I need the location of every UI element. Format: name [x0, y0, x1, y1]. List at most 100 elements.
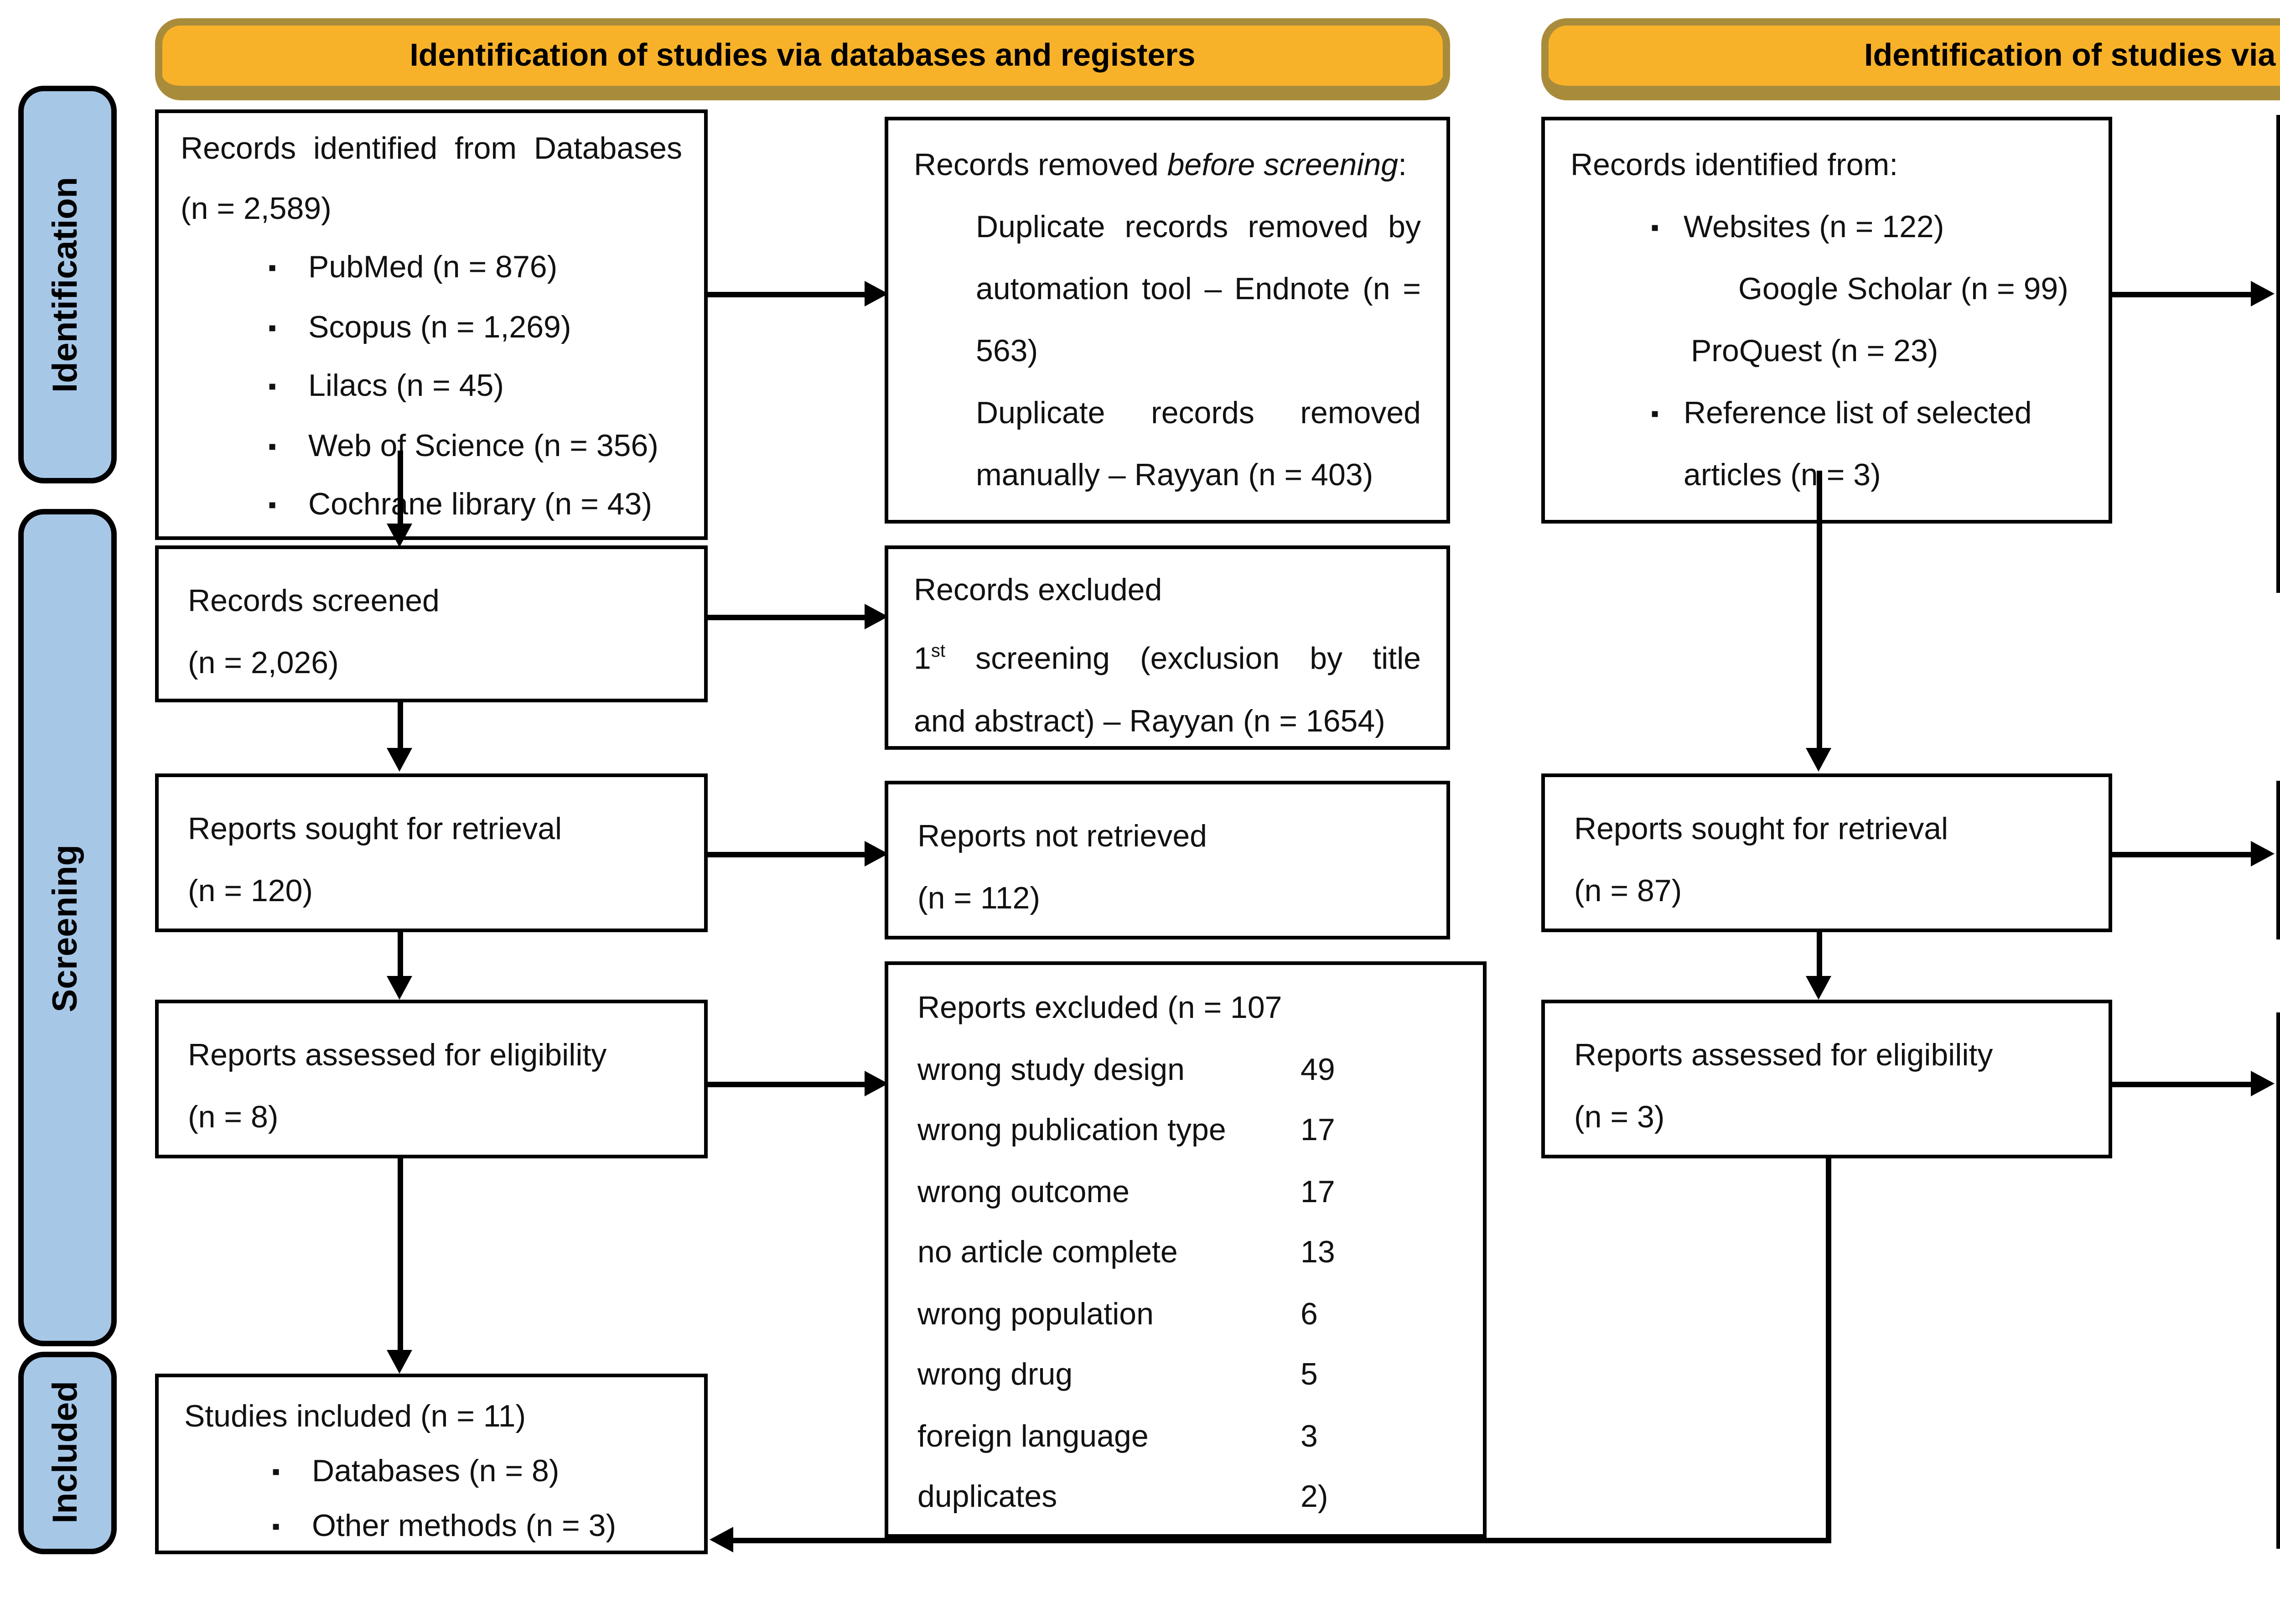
sidebar-stage-included: Included [18, 1352, 117, 1554]
n-value: (n = 8) [188, 1100, 279, 1135]
n-value: (n = 2,026) [188, 646, 339, 680]
box-reports-sought-other: Reports sought for retrieval (n = 87) [1541, 773, 2112, 932]
reason-label: wrong drug [917, 1357, 1073, 1392]
list-item: Databases (n = 8) [184, 1445, 679, 1499]
arrow-sought-to-notretrieved-line [708, 852, 865, 857]
box-reports-assessed-other: Reports assessed for eligibility (n = 3) [1541, 1000, 2112, 1158]
sidebar-stage-screening: Screening [18, 509, 117, 1346]
reason-label: duplicates [917, 1479, 1057, 1514]
arrow-assessed-to-included-line [398, 1158, 403, 1352]
connector-assessed-other-down-line [1826, 1158, 1831, 1541]
arrow-sought-to-assessed-head [386, 976, 411, 1000]
arrow-identified-to-removed-line [708, 292, 865, 297]
exclusion-reason-row: duplicates 2) [917, 1467, 1454, 1528]
title-colon: : [1398, 148, 1407, 182]
connector-into-included-head [710, 1527, 733, 1553]
arrow-screened-to-sought-line [398, 702, 403, 750]
reason-label: wrong outcome [917, 1174, 1130, 1209]
google-scholar-item: Google Scholar (n = 99) [1738, 272, 2068, 306]
arrow-identified-other-to-sought-head [1805, 748, 1830, 772]
reason-count: 13 [1301, 1235, 1335, 1270]
box-reports-sought-databases: Reports sought for retrieval (n = 120) [155, 773, 708, 932]
exclusion-reason-list: wrong study design 49 wrong publication ty… [917, 1039, 1454, 1528]
paragraph-line: 563) [976, 334, 1038, 368]
arrow-identified-to-screened-line [398, 451, 403, 527]
reason-label: wrong study design [917, 1052, 1185, 1086]
arrow-screened-to-excluded-line [708, 615, 865, 620]
reason-count: 17 [1301, 1174, 1335, 1209]
box-reports-excluded-other: Reports excluded (n = 13Wrong study desi… [2276, 1012, 2280, 1549]
paragraph-line: Duplicate records removed [976, 396, 1421, 431]
box-reports-not-retrieved-other: Reports not retrieved (n = 71) [2276, 781, 2280, 939]
list-item: PubMed (n = 876) [181, 239, 682, 298]
box-reports-excluded-databases: Reports excluded (n = 107 wrong study de… [885, 961, 1487, 1538]
screening-line: 1st screening (exclusion by title [914, 622, 1421, 691]
header-other-methods: Identification of studies via other meth… [1541, 18, 2280, 100]
arrow-assessed-to-excluded-line [708, 1082, 865, 1087]
list-item: Lilacs (n = 45) [181, 358, 682, 417]
arrow-sought-other-to-assessed-head [1805, 976, 1830, 1000]
n-value: (n = 2,589) [181, 191, 332, 225]
header-other-methods-label: Identification of studies via other meth… [1864, 36, 2280, 73]
arrow-assessed-other-to-excluded-head [2251, 1071, 2275, 1097]
title-italic: before screening [1167, 148, 1399, 182]
box-title: Reports assessed for eligibility [1574, 1038, 1993, 1073]
list-item: Cochrane library (n = 43) [181, 476, 682, 535]
box-records-identified-other: Records identified from: Websites (n = 1… [1541, 117, 2112, 524]
box-records-identified-databases: Records identified from Databases (n = 2… [155, 109, 708, 540]
proquest-item: ProQuest (n = 23) [1691, 334, 1938, 368]
list-item: Scopus (n = 1,269) [181, 298, 682, 358]
database-bullet-list: PubMed (n = 876)Scopus (n = 1,269)Lilacs… [181, 239, 682, 535]
list-item: Web of Science (n = 356) [181, 417, 682, 476]
paragraph-line: manually – Rayyan (n = 403) [976, 458, 1373, 493]
box-records-screened: Records screened (n = 2,026) [155, 545, 708, 702]
paragraph-line: automation tool – Endnote (n = [976, 272, 1421, 306]
arrow-sought-to-assessed-line [398, 932, 403, 978]
box-records-removed-other: Records removed before screening: Duplic… [2276, 115, 2280, 593]
reason-label: foreign language [917, 1418, 1149, 1453]
arrow-sought-other-to-notretrieved-head [2251, 841, 2275, 867]
reason-label: wrong population [917, 1296, 1154, 1331]
duplicates-rayyan-paragraph: Duplicate records removed manually – Rayy… [914, 383, 1421, 507]
box-title: Records excluded [914, 573, 1162, 607]
sidebar-stage-included-label: Included [47, 1381, 86, 1525]
screening-text: screening (exclusion by title [945, 641, 1421, 676]
box-title: Records screened [188, 584, 440, 618]
box-title: Reports sought for retrieval [1574, 812, 1948, 846]
box-records-removed-databases: Records removed before screening: Duplic… [885, 117, 1450, 524]
box-title: Studies included (n = 11) [184, 1399, 526, 1434]
arrow-sought-to-notretrieved-head [865, 841, 888, 867]
arrow-identified-to-removed-head [865, 281, 888, 307]
reason-count: 49 [1301, 1052, 1335, 1086]
header-databases-registers-label: Identification of studies via databases … [409, 36, 1196, 73]
arrow-assessed-to-excluded-head [865, 1071, 888, 1097]
box-reports-not-retrieved-databases: Reports not retrieved (n = 112) [885, 781, 1450, 939]
reason-label: wrong publication type [917, 1113, 1226, 1147]
list-item: Other methods (n = 3) [184, 1499, 679, 1551]
sidebar-stage-identification-label: Identification [47, 176, 86, 393]
header-databases-registers: Identification of studies via databases … [155, 18, 1450, 100]
reason-count: 17 [1301, 1113, 1335, 1147]
sidebar-stage-identification: Identification [18, 86, 117, 483]
box-title: Reports sought for retrieval [188, 812, 562, 846]
connector-assessed-other-horizontal-line [733, 1538, 1831, 1543]
rayyan-line: and abstract) – Rayyan (n = 1654) [914, 703, 1385, 738]
arrow-screened-to-sought-head [386, 748, 411, 772]
exclusion-reason-row: wrong publication type 17 [917, 1100, 1454, 1161]
box-title: Records identified from: [1570, 148, 1898, 182]
reference-list-item: Reference list of selected articles (n =… [1570, 383, 2083, 507]
box-title: Reports excluded (n = 107 [917, 991, 1282, 1025]
box-studies-included: Studies included (n = 11) Databases (n =… [155, 1374, 708, 1554]
n-value: (n = 87) [1574, 874, 1682, 908]
arrow-identified-to-screened-head [386, 524, 411, 547]
arrow-screened-to-excluded-head [865, 604, 888, 630]
box-reports-assessed-databases: Reports assessed for eligibility (n = 8) [155, 1000, 708, 1158]
exclusion-reason-row: wrong outcome 17 [917, 1161, 1454, 1222]
n-value: (n = 3) [1574, 1100, 1665, 1135]
box-title: Records identified from Databases [181, 131, 682, 166]
reason-count: 2) [1301, 1479, 1328, 1514]
